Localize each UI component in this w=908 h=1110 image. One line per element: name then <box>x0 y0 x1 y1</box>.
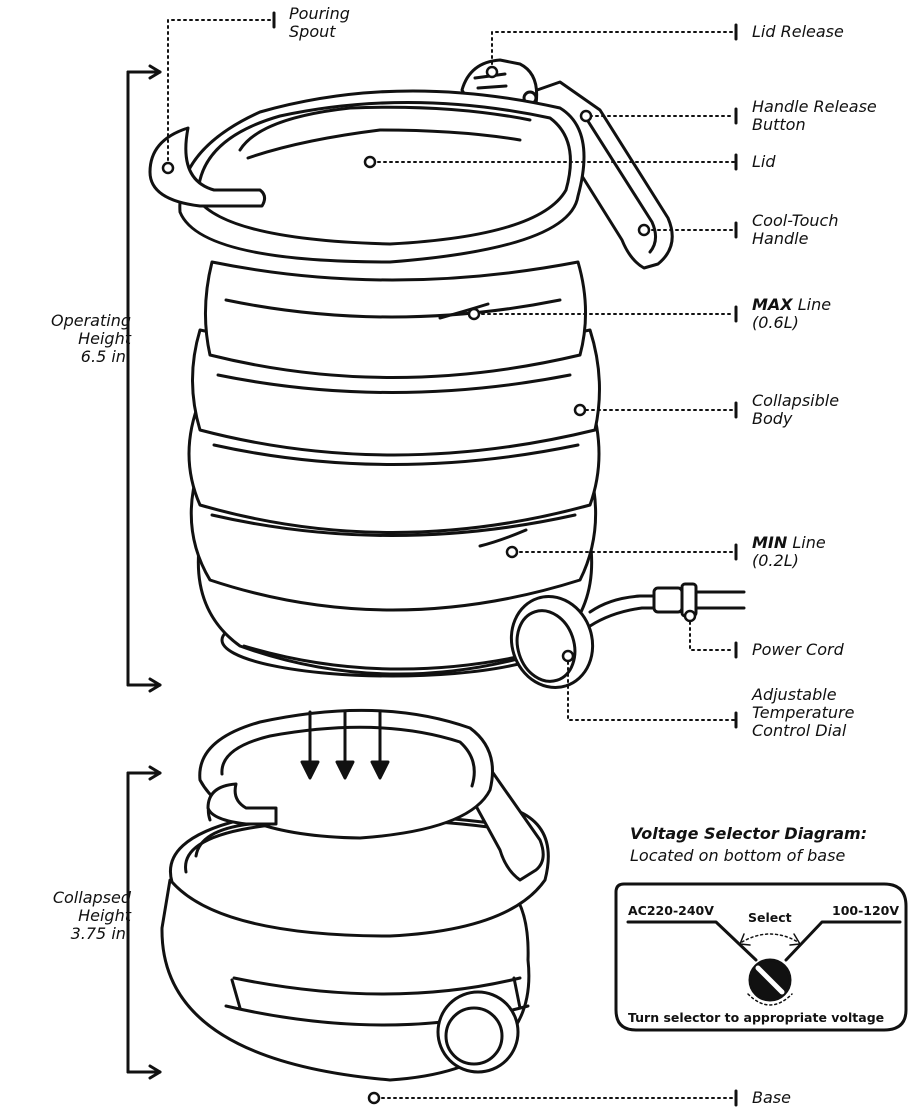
voltage-selector-title: Voltage Selector Diagram: <box>630 824 867 843</box>
voltage-left-label: AC220-240V <box>628 903 714 918</box>
voltage-selector-subtitle: Located on bottom of base <box>630 846 845 865</box>
label-min-line: MIN Line (0.2L) <box>752 534 826 570</box>
voltage-select-label: Select <box>748 910 792 925</box>
collapsed-height-label: Collapsed Height 3.75 in. <box>53 889 131 943</box>
voltage-right-label: 100-120V <box>832 903 899 918</box>
label-cool-touch-handle: Cool-Touch Handle <box>752 212 838 248</box>
tall-kettle <box>150 60 744 698</box>
label-handle-release-button: Handle Release Button <box>752 98 877 134</box>
label-lid-release: Lid Release <box>752 23 844 41</box>
label-max-line: MAX Line (0.6L) <box>752 296 831 332</box>
label-power-cord: Power Cord <box>752 641 844 659</box>
voltage-instruction: Turn selector to appropriate voltage <box>628 1010 884 1025</box>
collapsed-height-bracket <box>128 767 160 1078</box>
label-collapsible-body: Collapsible Body <box>752 392 839 428</box>
label-pouring-spout: Pouring Spout <box>289 5 350 41</box>
label-base: Base <box>752 1089 791 1107</box>
label-temperature-control-dial: Adjustable Temperature Control Dial <box>752 686 854 740</box>
label-lid: Lid <box>752 153 776 171</box>
collapsed-kettle <box>162 710 548 1080</box>
operating-height-label: Operating Height 6.5 in. <box>51 312 131 366</box>
